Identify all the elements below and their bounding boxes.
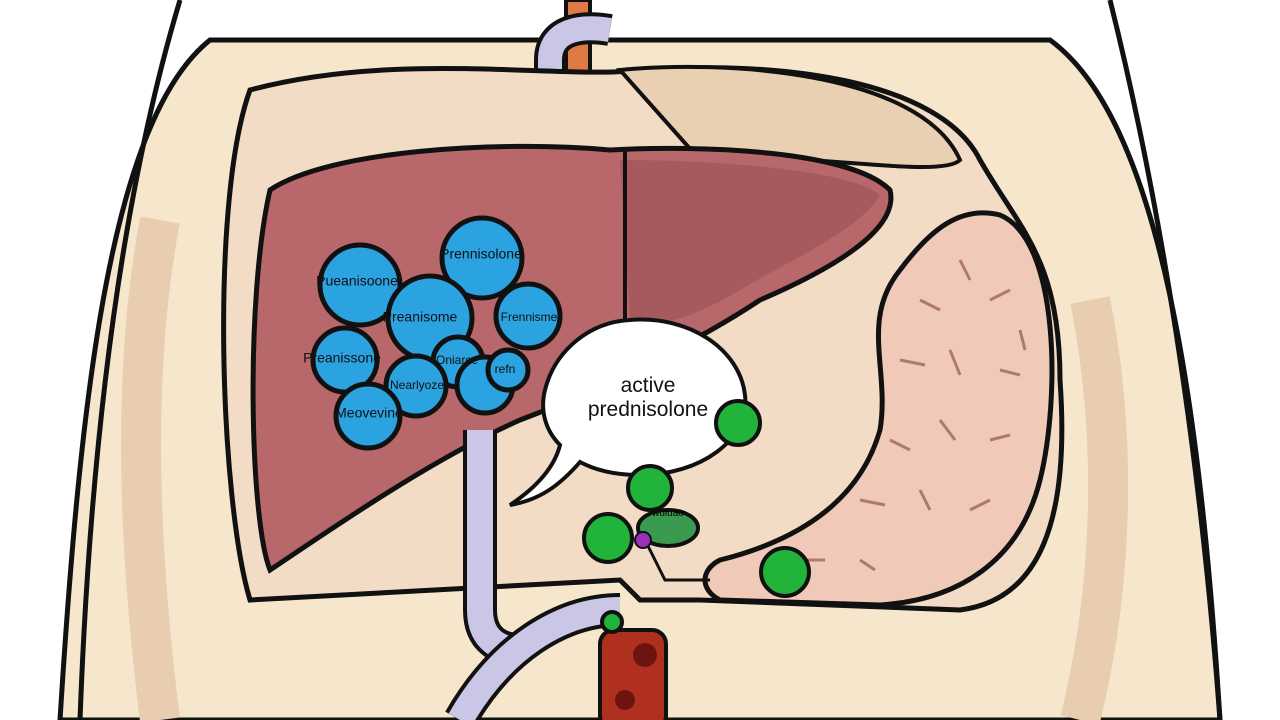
molecule-label: refn xyxy=(495,362,516,376)
molecule-label: Oniarce xyxy=(436,353,478,367)
blood-vessel xyxy=(598,628,668,720)
blood-cell xyxy=(633,643,657,667)
right-arm-outline xyxy=(1107,0,1223,720)
stomach xyxy=(702,210,1055,608)
right-rib xyxy=(1060,296,1129,720)
molecule-label: Pueanisoone xyxy=(316,273,398,289)
left-rib xyxy=(121,216,180,720)
metabolite xyxy=(600,610,624,634)
portal-vein-fill xyxy=(448,597,621,720)
speech-bubble xyxy=(508,317,748,507)
metabolite xyxy=(626,464,674,512)
molecule-label: Frennisme xyxy=(501,310,558,324)
metabolites xyxy=(582,399,811,634)
molecule-label: Preanisome xyxy=(383,309,458,325)
molecule-label: Meovevine xyxy=(335,405,403,421)
metabolite xyxy=(714,399,762,447)
molecule-label: Prennisolone xyxy=(440,246,522,262)
vessel-top-fill xyxy=(538,16,612,150)
blood-cell xyxy=(615,690,635,710)
liver-shading xyxy=(620,160,880,324)
purple-molecule xyxy=(634,531,652,549)
bubble-line-1: active xyxy=(621,374,676,397)
small-label: wuluao xyxy=(651,508,684,519)
metabolite xyxy=(759,546,811,598)
molecule-label: Nearlyoze xyxy=(390,378,444,392)
molecule-label: Preanissone xyxy=(303,350,381,366)
molecule-cluster xyxy=(310,215,563,451)
stomach-texture xyxy=(800,259,1027,572)
bubble-line-2: prednisolone xyxy=(588,398,708,421)
left-arm-outline xyxy=(77,0,183,720)
metabolite-cluster xyxy=(636,508,700,548)
molecule-labels: Prennisolone Pueanisoone Preanisome Fren… xyxy=(303,246,558,421)
metabolite xyxy=(582,512,634,564)
